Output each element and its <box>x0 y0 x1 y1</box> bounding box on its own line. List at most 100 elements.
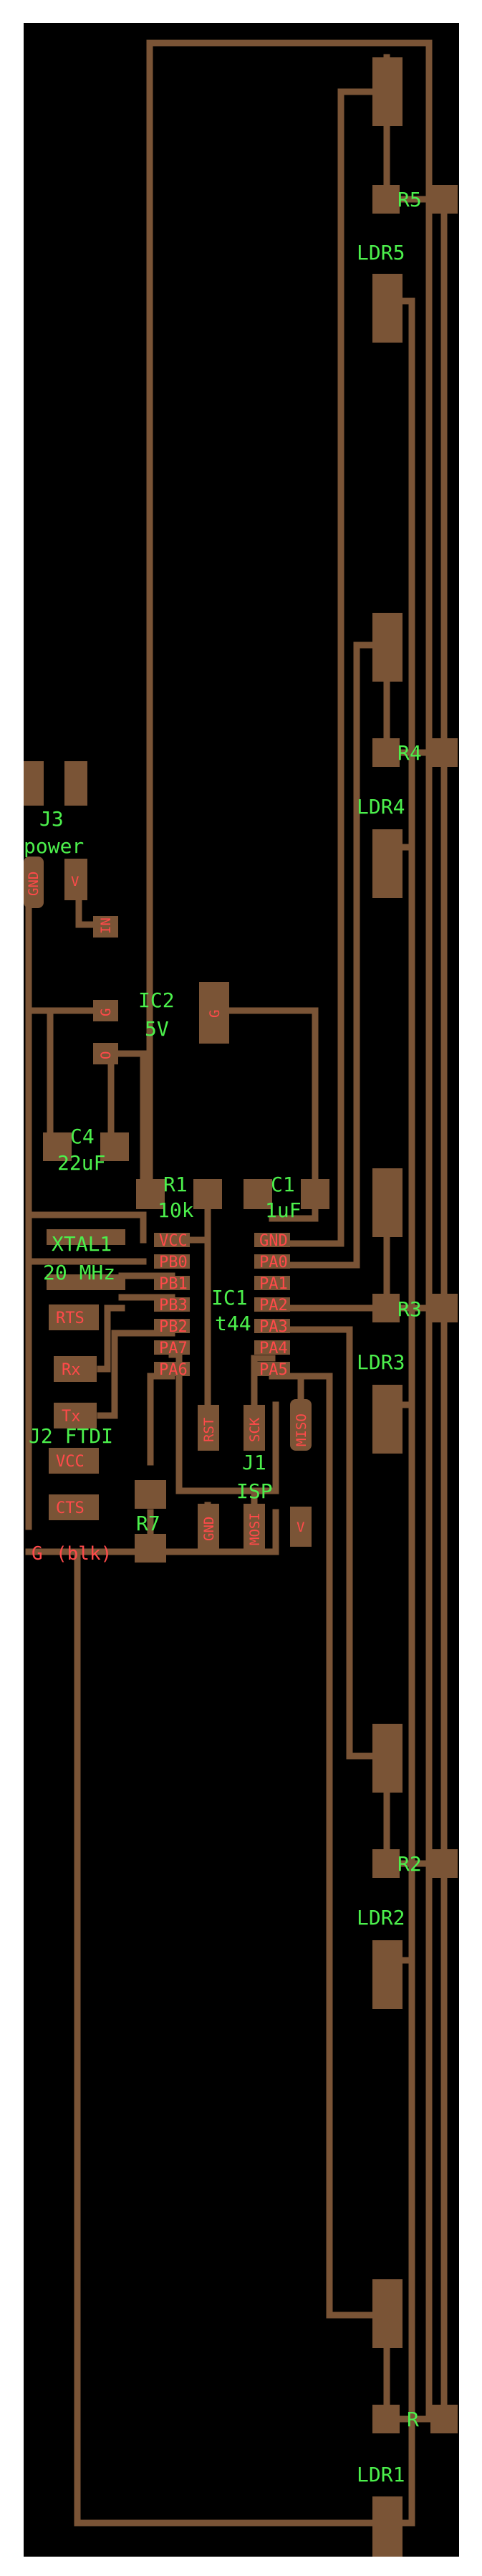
label-r2: R2 <box>397 1852 422 1876</box>
ftdi-cts-pad <box>49 1494 99 1520</box>
label-c1: C1 <box>271 1173 295 1196</box>
ldr3-pad-bottom <box>372 1385 403 1454</box>
r5-pad-left <box>372 185 400 214</box>
pin-pb1: PB1 <box>159 1275 188 1293</box>
r-pad-left <box>372 2405 400 2433</box>
label-j1-sub: ISP <box>236 1479 273 1503</box>
ic1-pa0-pad <box>254 1254 290 1269</box>
pin-ic2-in: IN <box>98 917 114 934</box>
xtal-pad-bottom <box>47 1274 125 1290</box>
pin-sck: SCK <box>247 1417 263 1442</box>
pin-j3-gnd: GND <box>26 872 42 896</box>
pin-pa2: PA2 <box>259 1297 288 1315</box>
ldr1-pad-bottom <box>372 2496 403 2557</box>
label-ic2-value: 5V <box>145 1017 169 1041</box>
ic1-pa6-pad <box>154 1362 190 1376</box>
label-ldr1: LDR1 <box>357 2463 405 2486</box>
ic1-gnd-pad <box>254 1233 290 1247</box>
ldr2-pad-top <box>372 1724 403 1793</box>
ldr3-pad-top <box>372 1168 403 1237</box>
pin-rx: Rx <box>62 1361 81 1379</box>
ic2-gnd-pad <box>93 1000 118 1021</box>
trace-top-loop <box>146 39 433 1292</box>
pin-ftdi-blk: (blk) <box>56 1543 112 1565</box>
r7-pad-bottom <box>135 1534 166 1563</box>
pin-miso: MISO <box>294 1413 309 1446</box>
label-c1-value: 1uF <box>265 1198 302 1222</box>
ic2-out-pad <box>93 1043 118 1064</box>
ic1-pa2-pad <box>254 1297 290 1312</box>
pin-pa3: PA3 <box>259 1318 288 1336</box>
ldr1-pad-top <box>372 2279 403 2348</box>
ic1-pb3-pad <box>154 1297 190 1312</box>
trace-pb3 <box>97 1304 125 1373</box>
ic1-pa5-pad <box>254 1362 290 1376</box>
pin-tx: Tx <box>62 1408 81 1426</box>
label-j3: J3 <box>39 807 64 831</box>
label-ldr5: LDR5 <box>357 241 405 264</box>
label-r3: R3 <box>397 1297 422 1321</box>
pin-gnd: GND <box>259 1232 288 1250</box>
pin-ic2-gnd: G <box>98 1008 114 1016</box>
pin-pb3: PB3 <box>159 1297 188 1315</box>
pin-pa7: PA7 <box>159 1340 188 1358</box>
pin-rts: RTS <box>56 1310 85 1327</box>
ftdi-tx-pad <box>54 1403 97 1428</box>
r1-pad-left <box>136 1179 165 1209</box>
c4-pad-left <box>43 1132 72 1161</box>
pin-j3-v: V <box>71 874 79 889</box>
pads <box>24 57 458 2557</box>
pin-ic2-tab: G <box>207 1010 223 1018</box>
ftdi-rts-pad <box>49 1304 99 1330</box>
ftdi-vcc-pad <box>49 1448 99 1474</box>
pin-ftdi-g: G <box>32 1543 43 1565</box>
pin-pb0: PB0 <box>159 1254 188 1272</box>
label-ldr2: LDR2 <box>357 1906 405 1929</box>
c1-pad-left <box>244 1179 272 1209</box>
label-j2-ftdi: J2 FTDI <box>29 1424 113 1448</box>
ic1-pa1-pad <box>254 1276 290 1290</box>
label-ic2: IC2 <box>138 988 175 1012</box>
pin-mosi: MOSI <box>247 1512 263 1545</box>
trace-ftdi-gnd <box>25 1509 279 1555</box>
c4-pad-right <box>100 1132 129 1161</box>
pin-pa5: PA5 <box>259 1361 288 1379</box>
trace-xtal-top <box>25 1211 147 1244</box>
ic1-pa4-pad <box>254 1340 290 1355</box>
ic1-pa3-pad <box>254 1319 290 1333</box>
ic2-tab-pad <box>199 982 229 1044</box>
trace-bottom-loop <box>74 1548 390 2527</box>
pin-pb2: PB2 <box>159 1318 188 1336</box>
label-ldr3: LDR3 <box>357 1350 405 1374</box>
ic1-pb2-pad <box>154 1319 190 1333</box>
trace-pa2 <box>269 641 376 1269</box>
isp-gnd-pad <box>198 1504 219 1550</box>
isp-rst-pad <box>198 1405 219 1451</box>
label-j3-sub: power <box>24 834 84 858</box>
j3-pad-2 <box>64 761 87 806</box>
r3-pad-right <box>430 1294 458 1322</box>
j3-pad-1 <box>24 761 44 806</box>
pin-cts: CTS <box>56 1499 85 1517</box>
isp-mosi-pad <box>244 1504 265 1550</box>
ic2-in-pad <box>93 916 118 938</box>
isp-miso-pad <box>290 1399 312 1451</box>
r4-pad-right <box>430 738 458 767</box>
label-ic1-value: t44 <box>215 1312 251 1335</box>
ic1-vcc-pad <box>154 1233 190 1247</box>
label-c4: C4 <box>70 1125 95 1148</box>
pin-isp-v: V <box>297 1520 304 1535</box>
ldr4-pad-bottom <box>372 829 403 898</box>
ic1-pb1-pad <box>154 1276 190 1290</box>
trace-ic2-out <box>115 1050 147 1190</box>
ldr5-pad-top <box>372 57 403 126</box>
r7-pad-top <box>135 1480 166 1509</box>
label-xtal1-value: 20 MHz <box>43 1261 115 1284</box>
r1-pad-right <box>193 1179 222 1209</box>
label-r: R <box>407 2408 419 2431</box>
trace-pb2 <box>97 1330 175 1419</box>
pin-pa0: PA0 <box>259 1254 288 1272</box>
r5-pad-right <box>430 185 458 214</box>
r3-pad-left <box>372 1294 400 1322</box>
